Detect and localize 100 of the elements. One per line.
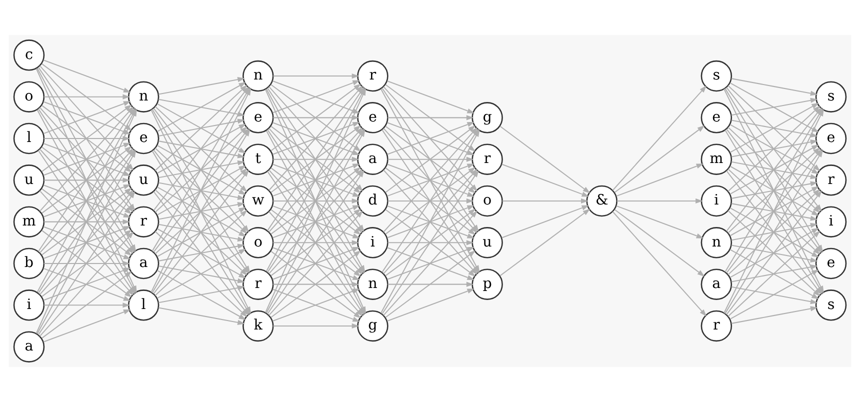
arrow	[388, 281, 474, 286]
arrow	[273, 281, 360, 286]
arrow	[157, 123, 246, 174]
arrow	[44, 94, 130, 99]
arrow	[44, 177, 130, 182]
arrow	[42, 270, 132, 338]
arrow	[728, 146, 820, 233]
arrow	[43, 226, 131, 259]
arrow	[272, 163, 360, 196]
arrow	[730, 248, 819, 299]
arrow	[728, 210, 820, 296]
arrow	[502, 163, 590, 196]
arrow	[731, 160, 818, 179]
arrow	[388, 156, 474, 162]
node-circle: b	[13, 247, 45, 279]
arrow	[158, 223, 245, 242]
arrow	[154, 230, 248, 317]
arrow	[154, 188, 248, 275]
arrow	[273, 198, 360, 204]
arrow	[731, 139, 818, 157]
arrow	[157, 164, 246, 215]
arrow	[157, 144, 246, 194]
arrow	[731, 202, 818, 220]
arrow	[158, 243, 245, 261]
arrow	[158, 202, 245, 220]
arrow	[730, 227, 819, 278]
arrow	[731, 78, 818, 96]
node-circle: l	[13, 122, 45, 154]
arrow	[730, 206, 819, 257]
arrow	[731, 244, 818, 262]
arrow	[612, 210, 707, 316]
node-circle: &	[586, 184, 618, 216]
node-circle: a	[13, 330, 45, 362]
arrow	[388, 114, 474, 120]
arrow	[502, 204, 590, 238]
node-circle: i	[700, 184, 732, 216]
arrow	[157, 206, 246, 257]
node-circle: e	[815, 122, 847, 154]
arrow	[385, 250, 476, 318]
arrow	[272, 80, 360, 113]
arrow	[44, 302, 130, 308]
arrow	[273, 322, 360, 328]
arrow	[157, 228, 246, 278]
arrow	[616, 198, 703, 204]
arrow	[43, 59, 131, 92]
arrow	[728, 168, 820, 254]
arrow	[728, 188, 820, 275]
node-circle: o	[242, 226, 274, 258]
arrow	[158, 306, 245, 324]
node-circle: w	[242, 184, 274, 216]
arrow	[272, 288, 360, 322]
arrow	[154, 209, 248, 296]
node-circle: u	[13, 164, 45, 196]
arrow	[158, 76, 245, 94]
arrow	[388, 240, 474, 245]
arrow	[273, 72, 360, 78]
node-circle: s	[815, 289, 847, 320]
arrow	[44, 218, 130, 224]
node-circle: r	[815, 164, 847, 196]
arrow	[614, 208, 705, 276]
arrow	[387, 288, 475, 322]
node-circle: e	[242, 102, 274, 133]
arrow	[154, 106, 248, 192]
arrow	[387, 80, 475, 113]
node-circle: r	[242, 268, 274, 300]
arrow	[612, 84, 707, 190]
arrow	[154, 147, 248, 234]
arrow	[158, 182, 245, 200]
node-circle: n	[242, 60, 274, 92]
arrow	[39, 230, 134, 336]
node-circle: i	[13, 289, 45, 320]
node-circle: o	[13, 80, 45, 112]
arrow	[388, 198, 474, 204]
node-circle: i	[815, 206, 847, 237]
arrow	[500, 125, 590, 193]
arrow	[154, 84, 248, 170]
arrow	[730, 186, 819, 236]
arrow	[731, 180, 818, 198]
arrow	[44, 260, 130, 266]
arrow	[728, 230, 820, 316]
arrow	[614, 124, 705, 192]
arrow	[273, 240, 360, 245]
node-circle: t	[242, 143, 274, 174]
arrow	[272, 204, 360, 238]
arrow	[158, 140, 245, 158]
arrow	[730, 165, 819, 216]
node-circle: m	[700, 143, 732, 174]
arrow	[387, 204, 475, 238]
arrow	[43, 308, 131, 342]
arrow	[157, 186, 246, 236]
arrow	[158, 160, 245, 178]
arrow	[731, 264, 818, 282]
node-circle: k	[242, 310, 274, 342]
arrow	[158, 284, 245, 303]
node-circle: c	[13, 39, 45, 70]
arrow	[157, 269, 246, 320]
node-circle: s	[815, 80, 847, 112]
arrow	[154, 126, 248, 212]
arrow	[158, 118, 245, 136]
arrow	[158, 265, 245, 283]
